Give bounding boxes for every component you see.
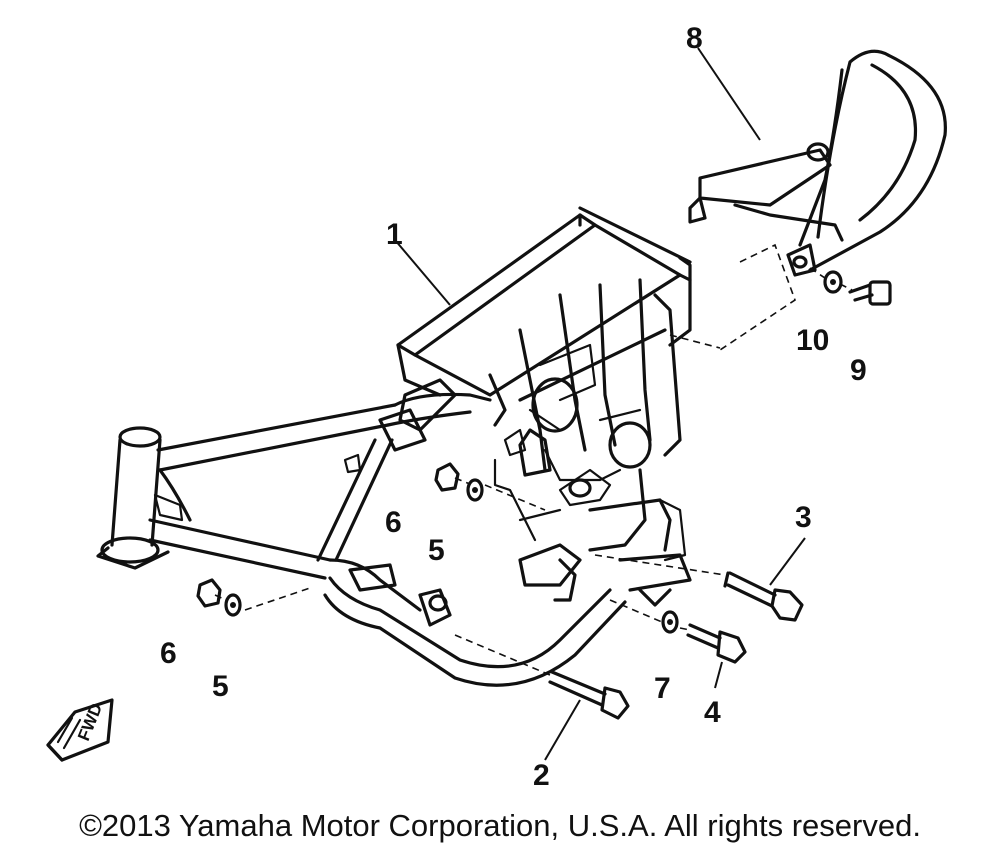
callout-9: 9 <box>850 354 867 387</box>
alignment-lines <box>214 243 853 676</box>
rear-bracket <box>688 49 947 277</box>
callout-3: 3 <box>795 501 812 534</box>
callout-5-upper: 5 <box>428 534 445 567</box>
nut-6-upper <box>434 462 460 492</box>
washer-5-lower <box>224 593 242 617</box>
callouts: 1 8 10 9 3 6 5 6 5 7 4 2 <box>160 22 867 792</box>
fwd-label: FWD <box>74 700 106 743</box>
washer-5-upper <box>466 478 484 502</box>
callout-6-lower: 6 <box>160 637 177 670</box>
bolt-2 <box>548 670 630 720</box>
bolt-3 <box>723 571 804 622</box>
callout-6-upper: 6 <box>385 506 402 539</box>
bolt-4 <box>686 623 747 664</box>
leader-lines <box>394 47 806 761</box>
callout-1: 1 <box>386 218 403 251</box>
washer-7 <box>661 610 679 634</box>
bolt-9 <box>848 280 892 306</box>
callout-8: 8 <box>686 22 703 55</box>
copyright-notice: ©2013 Yamaha Motor Corporation, U.S.A. A… <box>79 808 921 843</box>
callout-7: 7 <box>654 672 671 705</box>
nut-6-lower <box>196 578 222 608</box>
callout-5-lower: 5 <box>212 670 229 703</box>
fwd-direction-icon: FWD <box>46 698 114 762</box>
callout-4: 4 <box>704 696 721 729</box>
washer-10 <box>823 270 843 294</box>
callout-10: 10 <box>796 324 829 357</box>
callout-2: 2 <box>533 759 550 792</box>
main-frame <box>96 206 692 687</box>
